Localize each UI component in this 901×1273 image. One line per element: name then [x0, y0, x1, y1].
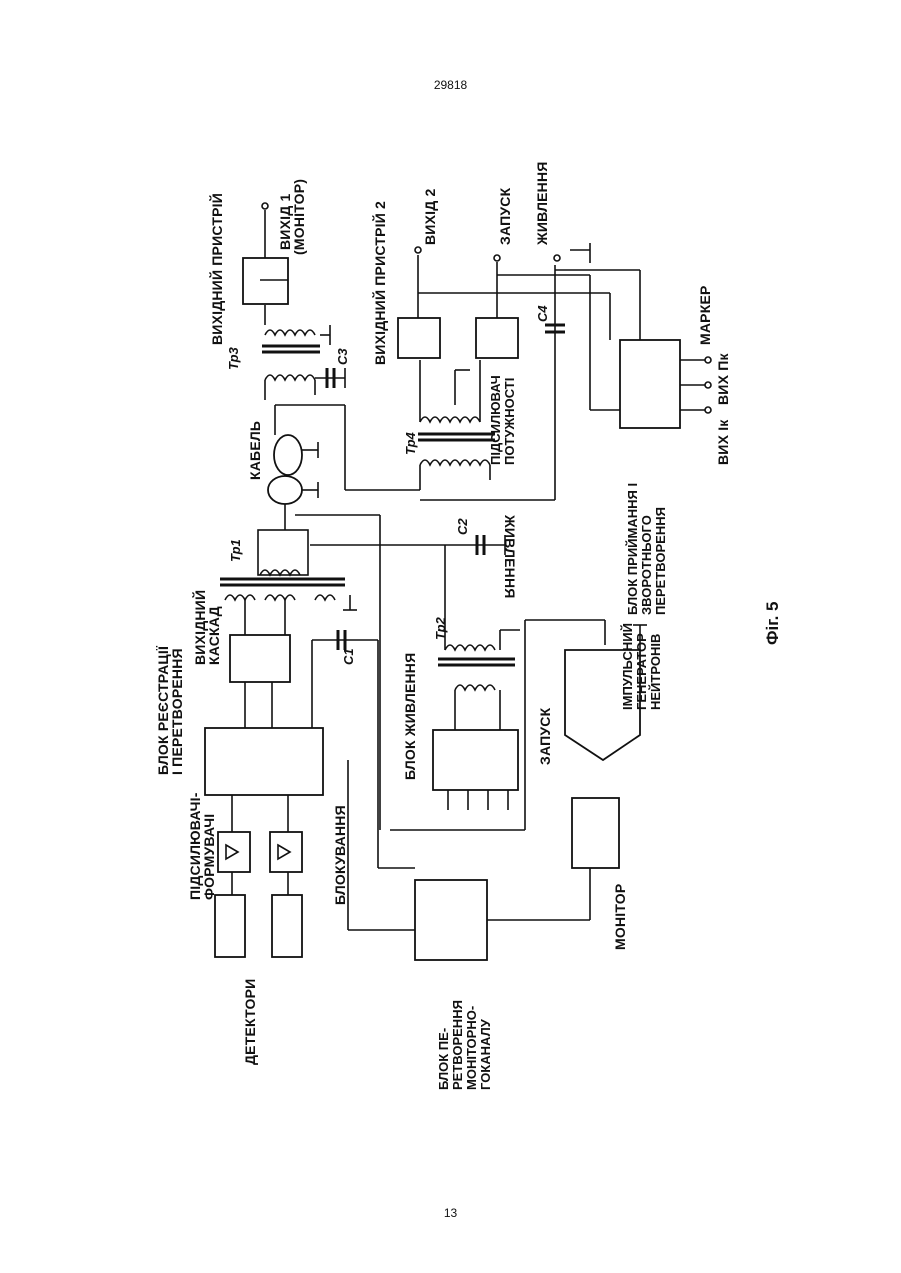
- label-blocking: БЛОКУВАННЯ: [332, 805, 348, 905]
- label-c1: C1: [341, 648, 356, 665]
- label-output-2: ВИХІД 2: [422, 189, 438, 245]
- output-stage-block: [230, 635, 290, 682]
- out-pk-terminal: [705, 382, 711, 388]
- tr1-coil-b: [265, 595, 295, 600]
- figure-caption: Фіг. 5: [763, 601, 782, 645]
- tr1-coil-a: [225, 595, 255, 600]
- label-launch-right: ЗАПУСК: [497, 187, 513, 245]
- label-power-right: ЖИВЛЕННЯ: [534, 161, 550, 246]
- label-marker: МАРКЕР: [697, 285, 713, 345]
- label-tr1: Тр1: [228, 539, 243, 562]
- tr1-secondary-frame: [258, 530, 308, 575]
- label-mono-block-4: ГОКАНАЛУ: [478, 1018, 493, 1090]
- label-rx-block-2: ЗВОРОТНЬОГО: [639, 515, 654, 615]
- label-rx-block-1: БЛОК ПРИЙМАННЯ І: [625, 483, 640, 615]
- detector-box-1: [215, 895, 245, 957]
- label-registration-2: І ПЕРЕТВОРЕННЯ: [169, 648, 185, 775]
- launch-terminal: [494, 255, 500, 261]
- power-supply-block: [433, 730, 518, 790]
- output-1-terminal: [262, 203, 268, 209]
- label-output-1-b: (МОНІТОР): [291, 179, 307, 255]
- receive-conversion-block: [620, 340, 680, 428]
- label-launch-left: ЗАПУСК: [537, 707, 553, 765]
- label-power-mirrored: ЖИВЛЕННЯ: [502, 514, 518, 599]
- label-c2: C2: [455, 518, 470, 535]
- cable-connector-2: [274, 435, 302, 475]
- label-pulse-gen-1: ІМПУЛЬСНИЙ: [620, 623, 635, 710]
- label-tr4: Тр4: [403, 431, 418, 455]
- label-pulse-gen-2: ГЕНЕРАТОР: [634, 633, 649, 710]
- monitor-block: [572, 798, 619, 868]
- label-c4: C4: [535, 305, 550, 322]
- label-mono-block-2: РЕТВОРЕННЯ: [450, 1000, 465, 1090]
- label-power-amp-1: ПІДСИЛЮВАЧ: [488, 375, 503, 465]
- label-output-device-2: ВИХІДНИЙ ПРИСТРІЙ 2: [371, 201, 388, 365]
- label-pulse-gen-3: НЕЙТРОНІВ: [648, 634, 663, 710]
- label-out-ik: ВИХ Ік: [715, 419, 731, 465]
- monitor-channel-block: [415, 880, 487, 960]
- label-detectors: ДЕТЕКТОРИ: [242, 979, 258, 1065]
- output-device-2-block: [398, 318, 440, 358]
- label-tr2: Тр2: [433, 616, 448, 640]
- label-power-amp-2: ПОТУЖНОСТІ: [502, 378, 517, 465]
- label-monitor: МОНІТОР: [612, 884, 628, 950]
- label-power-block: БЛОК ЖИВЛЕННЯ: [402, 653, 418, 780]
- label-tr3: Тр3: [226, 346, 241, 370]
- cable-connector-1: [268, 476, 302, 504]
- label-cable: КАБЕЛЬ: [247, 421, 263, 480]
- amp-shaper-box-1: [218, 832, 250, 872]
- label-mono-block-3: МОНІТОРНО-: [464, 1006, 479, 1090]
- detector-box-2: [272, 895, 302, 957]
- label-rx-block-3: ПЕРЕТВОРЕННЯ: [653, 507, 668, 615]
- page-number-bottom: 13: [0, 1206, 901, 1220]
- registration-block: [205, 728, 323, 795]
- output-2-terminal: [415, 247, 421, 253]
- label-out-pk: ВИХ Пк: [715, 353, 731, 405]
- output-device-1-block: [243, 258, 288, 304]
- power-terminal: [554, 255, 560, 261]
- power-amp-block: [476, 318, 518, 358]
- label-output-stage-2: КАСКАД: [206, 606, 222, 665]
- out-ik-terminal: [705, 407, 711, 413]
- label-amp-shapers-2: ФОРМУВАЧІ: [201, 814, 217, 900]
- marker-terminal: [705, 357, 711, 363]
- amp-shaper-box-2: [270, 832, 302, 872]
- label-mono-block-1: БЛОК ПЕ-: [436, 1028, 451, 1090]
- label-c3: C3: [335, 348, 350, 365]
- label-output-device: ВИХІДНИЙ ПРИСТРІЙ: [208, 193, 225, 345]
